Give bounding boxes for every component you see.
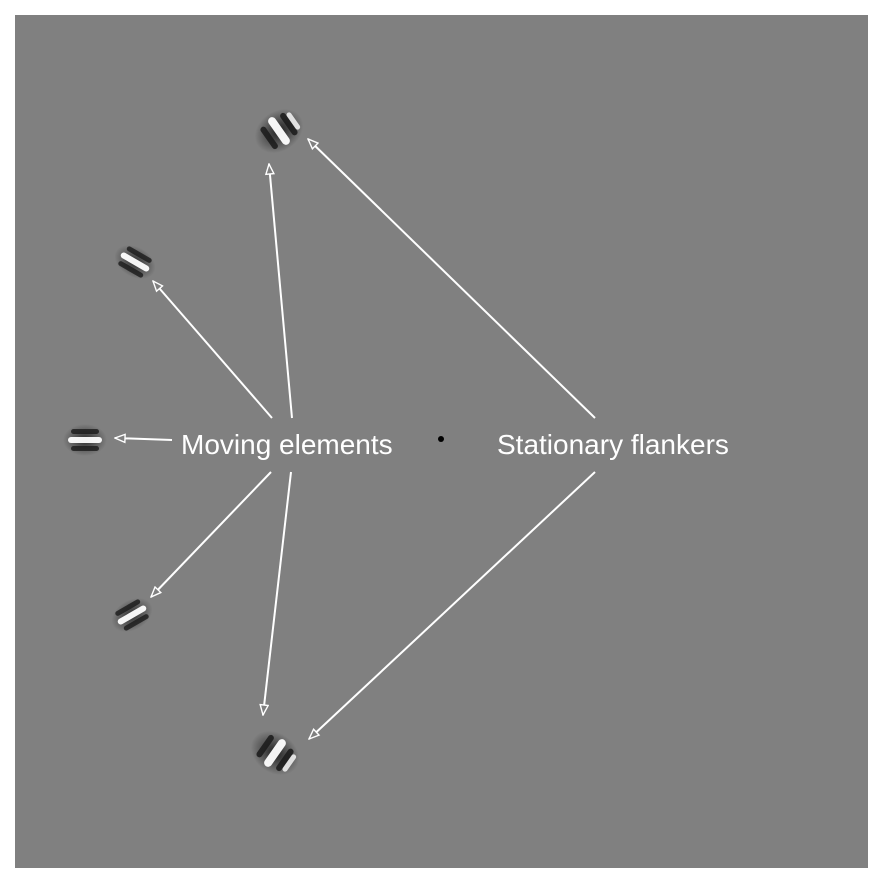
- gabor-flanker-left: [63, 424, 107, 456]
- arrow-moving-to-lower-left: [151, 471, 272, 597]
- gabor-flanker-upper-left: [114, 244, 156, 280]
- arrow-moving-to-top: [269, 164, 293, 419]
- arrow-moving-to-left: [115, 438, 173, 440]
- moving-elements-label: Moving elements: [181, 429, 393, 460]
- fixation-dot: [438, 436, 444, 442]
- stationary-flankers-label: Stationary flankers: [497, 429, 729, 460]
- gabor-flanker-lower-left: [111, 597, 153, 633]
- arrow-stationary-to-bottom: [309, 471, 596, 739]
- gabor-moving-bottom: [250, 730, 300, 776]
- arrow-stationary-to-top: [308, 139, 596, 419]
- stimulus-panel: Moving elements Stationary flankers: [15, 15, 868, 868]
- gabor-moving-top: [254, 108, 304, 154]
- diagram-canvas: [63, 108, 596, 776]
- arrow-moving-to-bottom: [263, 471, 292, 715]
- arrow-moving-to-upper-left: [153, 281, 273, 419]
